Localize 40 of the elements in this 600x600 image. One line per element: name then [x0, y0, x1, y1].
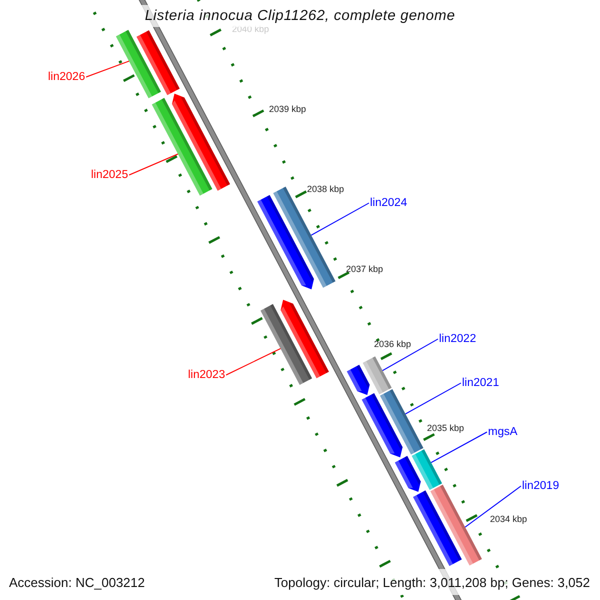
gene-label: lin2021 [462, 377, 500, 389]
gene-bar [257, 194, 314, 290]
gene-bar [260, 304, 312, 385]
scale-label: 2037 kbp [346, 264, 384, 274]
leader-line [128, 154, 178, 176]
scale-label: 2038 kbp [307, 184, 344, 194]
scale-label: 2039 kbp [269, 104, 306, 114]
gene-label: lin2026 [48, 71, 86, 83]
genome-info-text: Accession: NC_003212 [9, 574, 145, 590]
gene-bar [346, 364, 370, 396]
leader-line [430, 432, 488, 464]
gene-bar [172, 94, 230, 191]
gene-label: lin2019 [522, 480, 560, 492]
gene-label: lin2023 [188, 369, 226, 381]
leader-line [86, 60, 130, 78]
gene-bar [152, 98, 212, 196]
gene-bar [380, 389, 424, 454]
gene-label: lin2022 [439, 333, 476, 345]
gene-bar [116, 30, 161, 98]
gene-bar [362, 393, 403, 458]
gene-label: lin2024 [370, 197, 408, 209]
leader-line [310, 202, 370, 236]
gene-label: lin2025 [91, 169, 128, 181]
scale-label: 2036 kbp [374, 339, 412, 349]
gene-bar [413, 490, 462, 566]
gene-bar [394, 456, 421, 492]
leader-line [464, 486, 522, 528]
gene-bar [280, 300, 329, 378]
scale-label: 2034 kbp [490, 514, 528, 524]
leader-line [382, 338, 438, 372]
gene-bar [412, 449, 442, 490]
gene-bar [136, 30, 180, 96]
gene-bar [362, 356, 392, 394]
gene-bar [430, 484, 482, 566]
genome-info-text: Topology: circular; Length: 3,011,208 bp; Genes: 3,052 [274, 574, 590, 590]
leader-line [226, 348, 282, 376]
title: Listeria innocua Clip11262, complete genome [144, 8, 456, 24]
scale-label: 2035 kbp [427, 423, 464, 433]
leader-line [404, 382, 462, 414]
gene-label: mgsA [488, 426, 518, 438]
